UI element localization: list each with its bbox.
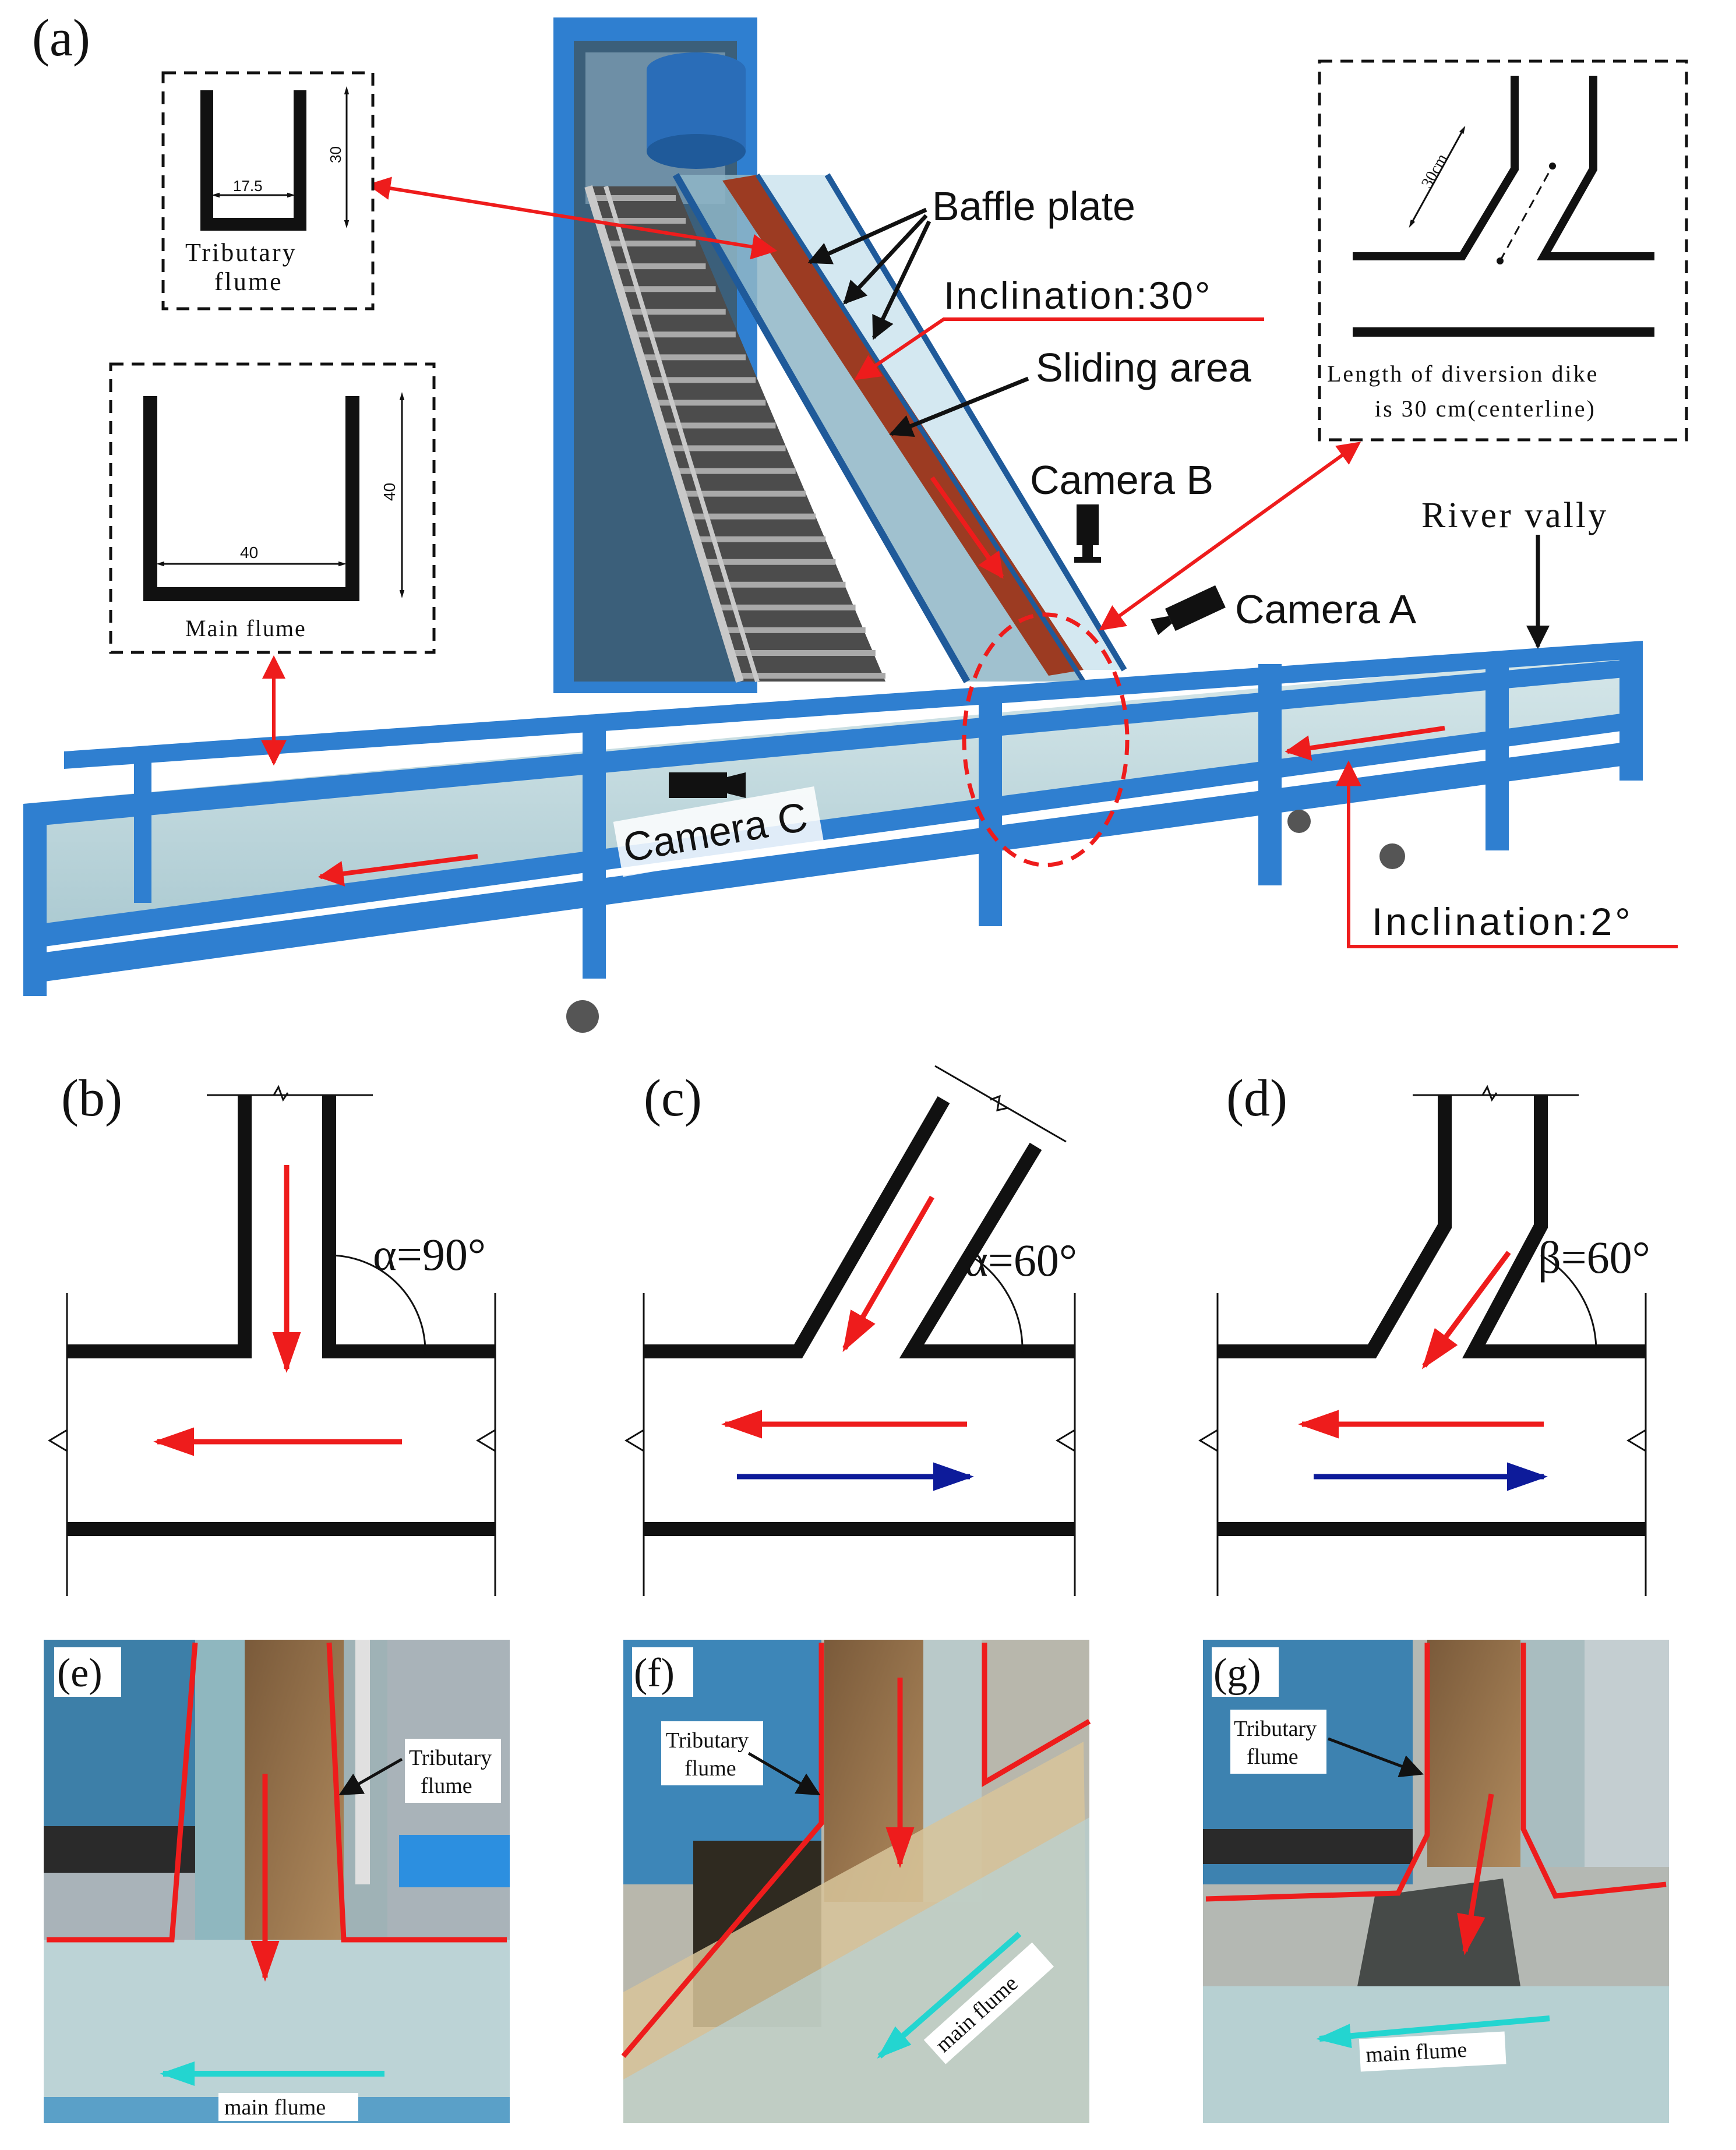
svg-text:Tributary: Tributary — [1234, 1717, 1317, 1741]
flow-arrow-downstream — [317, 854, 478, 887]
svg-text:Main flume: Main flume — [185, 615, 306, 641]
photo-e-main-flume: main flume — [224, 2095, 326, 2120]
pointer-baffle-1 — [807, 207, 927, 264]
panel-f-photo: (f) Tributary flume main flume — [621, 1640, 1091, 2123]
svg-text:is 30 cm(centerline): is 30 cm(centerline) — [1375, 396, 1596, 422]
panel-label-e: (e) — [57, 1651, 103, 1696]
svg-text:Tributary: Tributary — [185, 238, 297, 267]
main-flume-inset: 40 40 Main flume — [109, 362, 436, 654]
label-camera-b: Camera B — [1030, 457, 1213, 503]
photo-g-main-flume: main flume — [1365, 2038, 1467, 2067]
flow-arrow-g-main — [1316, 2015, 1550, 2049]
svg-text:Tributary: Tributary — [666, 1728, 749, 1753]
label-inclination-30: Inclination:30° — [944, 274, 1212, 317]
svg-text:Length of diversion dike: Length of diversion dike — [1327, 361, 1599, 387]
pointer-inclination-2 — [1336, 760, 1678, 948]
svg-text:Tributary: Tributary — [409, 1746, 492, 1770]
panel-label-c: (c) — [644, 1069, 702, 1127]
panel-label-a: (a) — [32, 9, 90, 67]
pointer-baffle-3 — [871, 220, 931, 340]
tributary-flume-inset: 17.5 30 Tributary flume — [161, 71, 375, 310]
camera-a-icon — [1151, 585, 1226, 636]
panel-d: (d) β=60° — [1198, 1069, 1650, 1596]
camera-b-icon — [1074, 504, 1101, 563]
panel-b: (b) α=90° — [48, 1069, 496, 1596]
pointer-inclination-30 — [854, 317, 1264, 380]
panel-a: (a) — [23, 9, 1688, 1033]
pointer-baffle-2 — [843, 214, 928, 305]
connector-dike-inset — [1099, 442, 1361, 631]
svg-text:flume: flume — [1247, 1745, 1299, 1769]
panel-label-f: (f) — [634, 1651, 675, 1696]
ladder — [584, 185, 885, 683]
svg-text:flume: flume — [421, 1774, 472, 1798]
label-sliding-area: Sliding area — [1036, 345, 1251, 390]
panel-label-d: (d) — [1226, 1069, 1287, 1127]
label-baffle-plate: Baffle plate — [932, 183, 1135, 229]
panel-label-g: (g) — [1213, 1651, 1261, 1696]
svg-text:40: 40 — [240, 543, 258, 562]
flow-arrow-d-tributary — [1421, 1251, 1511, 1369]
camera-c-icon — [669, 772, 746, 798]
label-camera-a: Camera A — [1235, 587, 1417, 632]
flow-arrow-c-tributary — [842, 1195, 934, 1353]
svg-text:17.5: 17.5 — [233, 177, 263, 195]
pointer-sliding-area — [889, 376, 1029, 437]
label-river-valley: River vally — [1421, 496, 1608, 535]
flow-arrow-tributary — [930, 476, 1004, 579]
panel-g-photo: (g) Tributary flume main flume — [1203, 1640, 1669, 2123]
flow-arrow-f-main — [877, 1932, 1022, 2059]
angle-label-b: α=90° — [373, 1229, 486, 1280]
svg-text:30: 30 — [327, 146, 344, 163]
flow-arrow-g-tributary — [1457, 1794, 1494, 1955]
svg-text:flume: flume — [684, 1756, 736, 1781]
diversion-dike-inset: 30cm Length of diversion dike is 30 cm(c… — [1318, 59, 1688, 442]
svg-text:40: 40 — [380, 483, 398, 501]
apparatus-illustration — [23, 17, 1643, 1033]
panel-c: (c) α=60° — [624, 1065, 1077, 1596]
angle-label-c: α=60° — [964, 1235, 1077, 1286]
main-flume — [23, 641, 1643, 1033]
angle-label-d: β=60° — [1538, 1232, 1650, 1283]
panel-e-photo: (e) Tributary flume main flume — [44, 1640, 510, 2123]
svg-text:flume: flume — [214, 267, 283, 296]
confluence-highlight — [962, 612, 1130, 867]
panel-label-b: (b) — [61, 1069, 122, 1127]
flow-arrow-upstream — [1285, 726, 1445, 761]
label-inclination-2: Inclination:2° — [1372, 900, 1633, 943]
connector-tributary-inset — [367, 176, 778, 260]
